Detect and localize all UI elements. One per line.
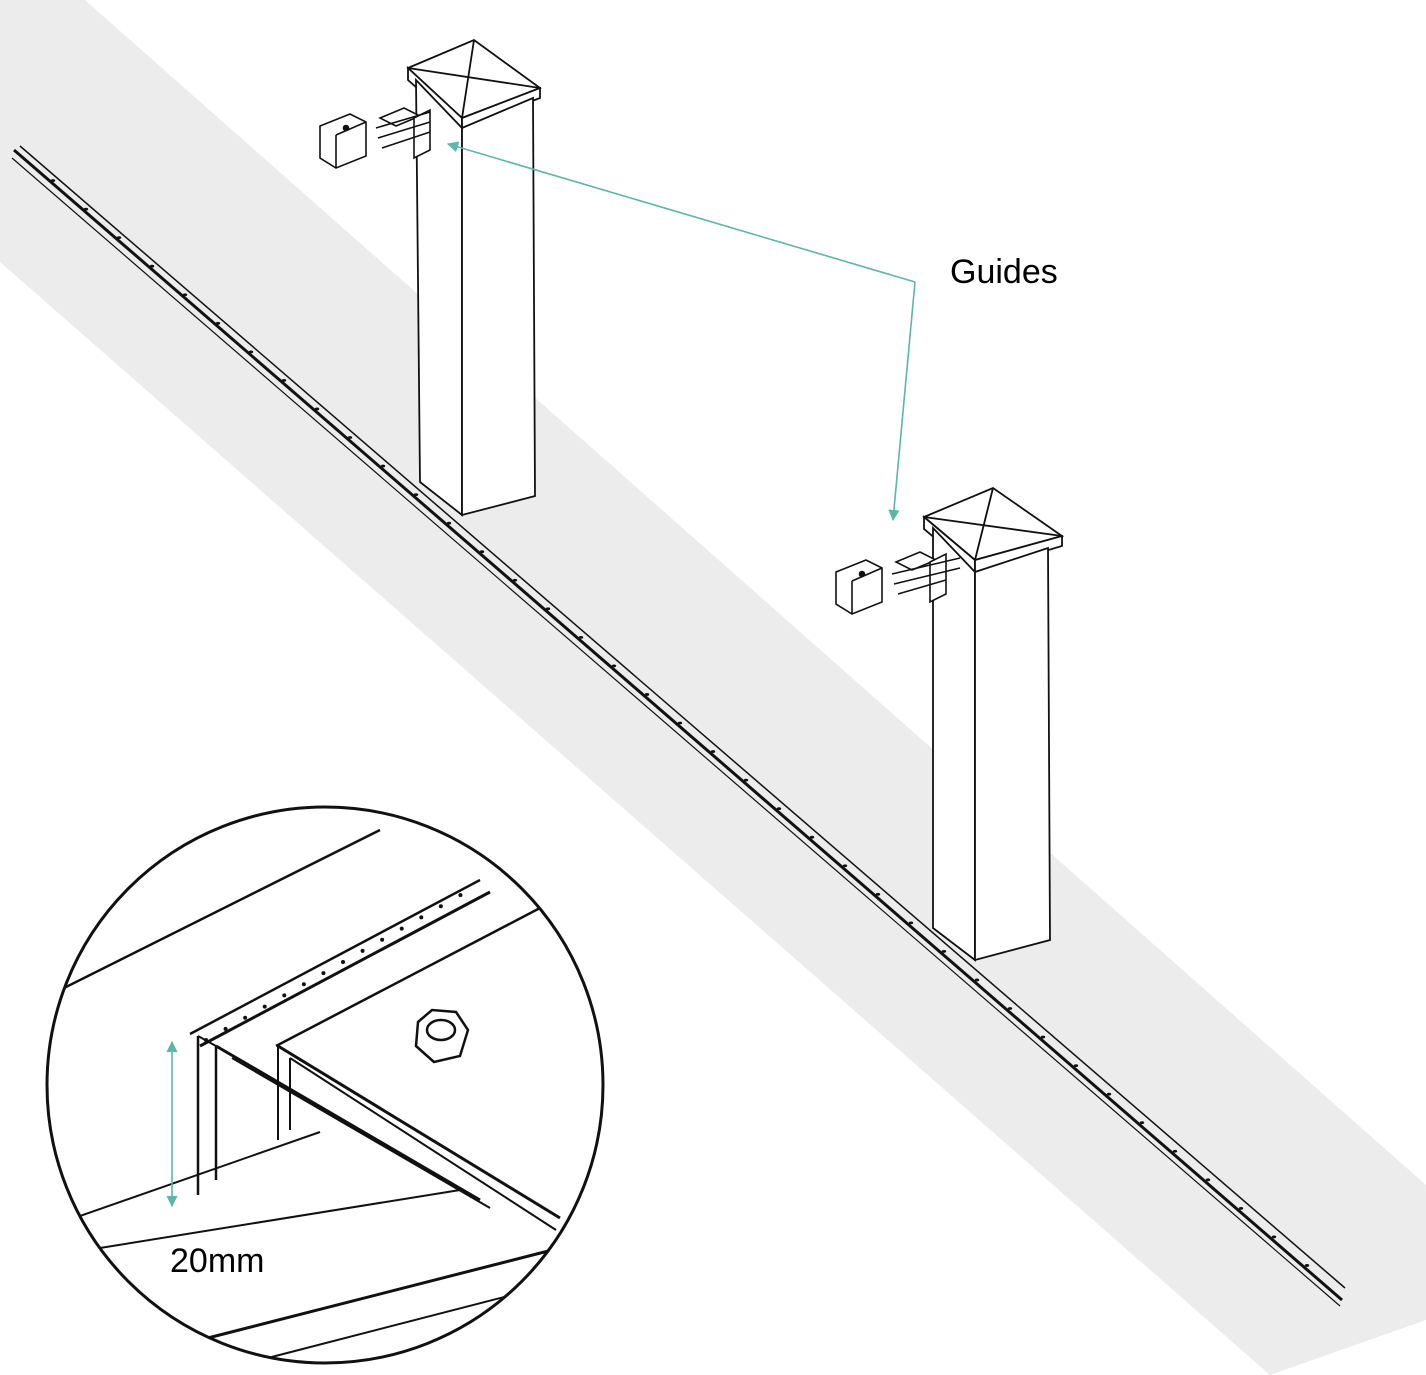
post-right	[922, 486, 1065, 962]
rail-hole	[545, 607, 551, 611]
rail-hole	[83, 207, 89, 211]
rail-hole	[908, 921, 914, 925]
detail-magnifier: 20mm	[45, 805, 605, 1365]
rail-hole	[1007, 1007, 1013, 1010]
rail-hole	[321, 971, 326, 976]
rail-hole	[380, 464, 386, 468]
rail-hole	[380, 937, 385, 942]
rail-hole	[512, 578, 518, 582]
rail-hole	[1040, 1035, 1046, 1039]
rail-hole	[149, 264, 155, 268]
rail-hole	[611, 664, 617, 668]
rail-hole	[1106, 1092, 1112, 1096]
rail-hole	[710, 750, 716, 753]
rail-hole	[1205, 1178, 1211, 1182]
post-left	[406, 38, 542, 517]
rail-hole	[301, 982, 306, 987]
rail-hole	[1304, 1264, 1310, 1267]
rail-hole	[215, 321, 221, 325]
rail-hole	[204, 1038, 208, 1042]
rail-hole	[182, 293, 188, 297]
rail-hole	[809, 835, 815, 839]
rail-hole	[419, 915, 424, 920]
rail-hole	[578, 635, 584, 639]
rail-hole	[677, 721, 683, 725]
rail-hole	[223, 1026, 228, 1031]
rail-hole	[875, 892, 881, 896]
rail-hole	[314, 407, 320, 411]
guide-bracket-left	[319, 107, 431, 169]
rail-hole	[341, 960, 345, 964]
rail-hole	[413, 493, 419, 496]
rail-hole	[243, 1015, 248, 1020]
rail-hole	[1172, 1149, 1178, 1153]
rail-hole	[743, 778, 749, 782]
rail-hole	[262, 1004, 267, 1009]
rail-hole	[248, 350, 254, 354]
rail-hole	[974, 978, 980, 982]
guides-label: Guides	[950, 253, 1058, 291]
rail-hole	[446, 521, 452, 525]
rail-hole	[1238, 1206, 1244, 1210]
guides-callout	[446, 141, 916, 522]
rail-hole	[776, 807, 782, 811]
rail-hole	[1139, 1121, 1145, 1125]
hex-nut	[414, 1008, 470, 1064]
guide-bracket-right	[835, 551, 961, 615]
rail-hole	[360, 948, 365, 953]
rail-hole	[438, 904, 443, 909]
rail-hole	[399, 926, 404, 931]
rail-hole	[116, 236, 122, 240]
rail-hole	[941, 950, 947, 953]
rail-hole	[842, 864, 848, 868]
rail-hole	[458, 893, 463, 898]
rail-hole	[282, 993, 287, 998]
rail-hole	[347, 436, 353, 439]
rail-hole	[50, 179, 56, 182]
gap-label: 20mm	[170, 1242, 264, 1280]
rail-hole	[644, 693, 650, 696]
rail-hole	[281, 379, 287, 382]
rail-hole	[1073, 1064, 1079, 1067]
rail-hole	[1271, 1235, 1277, 1239]
rail-hole	[479, 550, 485, 554]
track-rail	[11, 145, 1346, 1307]
track-rail-holes	[50, 179, 1310, 1267]
